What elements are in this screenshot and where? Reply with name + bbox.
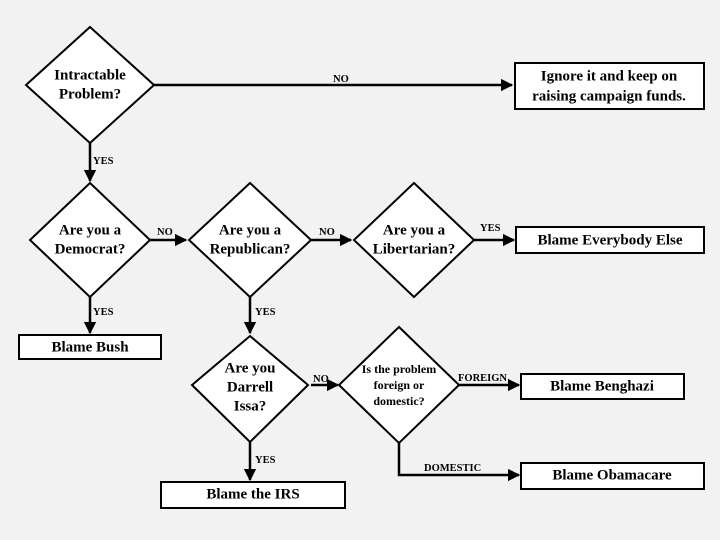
node-line: Republican? bbox=[210, 241, 291, 257]
edge-label-libertarian-yes: YES bbox=[480, 223, 501, 234]
node-line: Blame Obamacare bbox=[552, 467, 672, 483]
outcome-blame-everybody-else: Blame Everybody Else bbox=[515, 226, 705, 254]
decision-libertarian: Are you a Libertarian? bbox=[352, 181, 476, 299]
edge-label-issa-yes: YES bbox=[255, 455, 276, 466]
edge-labels: NO YES NO YES NO YES YES NO YES FOREIGN … bbox=[93, 74, 507, 474]
decision-republican: Are you a Republican? bbox=[187, 181, 313, 299]
decision-diamond bbox=[187, 181, 313, 299]
decision-diamond bbox=[352, 181, 476, 299]
outcome-box bbox=[160, 481, 346, 509]
edge-label-democrat-yes: YES bbox=[93, 307, 114, 318]
node-line: Intractable bbox=[54, 67, 126, 83]
decision-diamond bbox=[337, 325, 461, 445]
node-line: foreign or bbox=[374, 378, 425, 392]
outcome-blame-bush: Blame Bush bbox=[18, 334, 162, 360]
node-line: Is the problem bbox=[362, 362, 436, 376]
node-line: Blame Bush bbox=[51, 339, 129, 355]
node-line: Are you a bbox=[219, 222, 282, 238]
decision-diamond bbox=[190, 334, 310, 444]
edge-label-intractable-yes: YES bbox=[93, 156, 114, 167]
edge-label-foreign: FOREIGN bbox=[458, 373, 507, 384]
outcome-blame-benghazi: Blame Benghazi bbox=[520, 373, 685, 400]
outcome-box bbox=[515, 226, 705, 254]
outcome-ignore-it: Ignore it and keep on raising campaign f… bbox=[514, 62, 705, 110]
decision-democrat: Are you a Democrat? bbox=[28, 181, 152, 299]
outcome-box bbox=[520, 373, 685, 400]
node-line: Issa? bbox=[234, 398, 267, 414]
edge-label-democrat-no: NO bbox=[157, 227, 173, 238]
node-line: Are you a bbox=[59, 222, 122, 238]
edge-label-domestic: DOMESTIC bbox=[424, 463, 481, 474]
outcome-blame-obamacare: Blame Obamacare bbox=[520, 462, 705, 490]
decision-diamond bbox=[24, 25, 156, 145]
node-line: domestic? bbox=[373, 394, 424, 408]
node-line: Blame Benghazi bbox=[550, 378, 654, 394]
decision-diamond bbox=[28, 181, 152, 299]
edge-domestic-to-obamacare bbox=[397, 443, 521, 482]
outcome-blame-the-irs: Blame the IRS bbox=[160, 481, 346, 509]
node-line: Blame the IRS bbox=[206, 486, 299, 502]
node-line: Democrat? bbox=[55, 241, 126, 257]
node-line: Ignore it and keep on bbox=[541, 68, 678, 84]
node-line: Are you a bbox=[383, 222, 446, 238]
node-line: Libertarian? bbox=[373, 241, 456, 257]
node-line: raising campaign funds. bbox=[532, 88, 686, 104]
outcome-box bbox=[18, 334, 162, 360]
outcome-box bbox=[520, 462, 705, 490]
node-line: Blame Everybody Else bbox=[538, 232, 683, 248]
node-line: Are you bbox=[225, 360, 276, 376]
node-line: Darrell bbox=[227, 379, 273, 395]
outcome-box bbox=[514, 62, 705, 110]
edge-label-republican-no: NO bbox=[319, 227, 335, 238]
decision-foreign-or-domestic: Is the problem foreign or domestic? bbox=[337, 325, 461, 445]
edge-label-issa-no: NO bbox=[313, 374, 329, 385]
edge-label-republican-yes: YES bbox=[255, 307, 276, 318]
edge-label-intractable-no: NO bbox=[333, 74, 349, 85]
node-line: Problem? bbox=[59, 86, 121, 102]
decision-intractable-problem: Intractable Problem? bbox=[24, 25, 156, 145]
edges bbox=[83, 78, 521, 482]
decision-darrell-issa: Are you Darrell Issa? bbox=[190, 334, 310, 444]
